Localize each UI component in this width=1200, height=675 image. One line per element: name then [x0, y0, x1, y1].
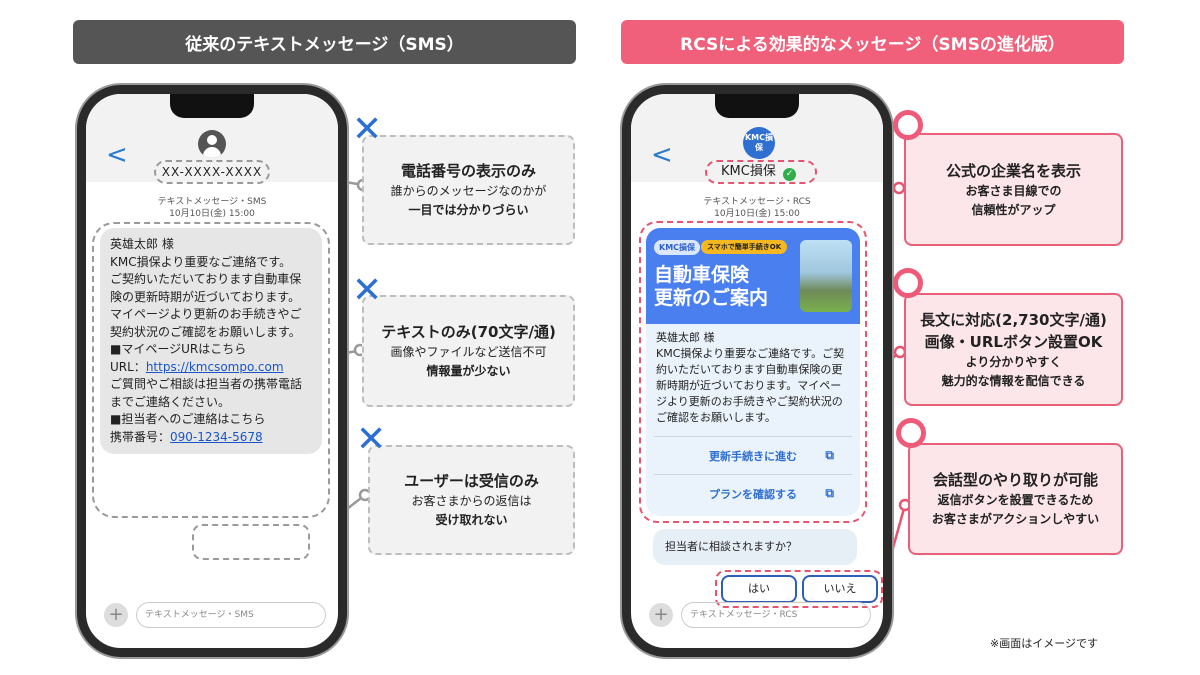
callout-title: 画像・URLボタン設置OK	[924, 332, 1103, 351]
callout-line: お客さまからの返信は	[411, 494, 532, 508]
action-label: プランを確認する	[709, 487, 797, 501]
back-icon[interactable]: <	[651, 140, 673, 170]
message-type: テキストメッセージ・SMS	[157, 197, 267, 207]
phone-notch	[715, 94, 799, 118]
message-date: 10月10日(金) 15:00	[169, 209, 255, 219]
reply-placeholder	[192, 524, 310, 560]
phone-notch	[170, 94, 254, 118]
banner-badge: スマホで簡単手続きOK	[701, 240, 788, 254]
rcs-message-text: 英雄太郎 様 KMC損保より重要なご連絡です。ご契約いただいております自動車保険…	[656, 331, 845, 424]
sms-header: 従来のテキストメッセージ（SMS）	[73, 20, 576, 64]
rcs-input-bar: + テキストメッセージ・RCS	[649, 602, 871, 628]
circle-mark-icon	[893, 110, 923, 140]
rich-card-highlight	[639, 221, 867, 523]
circle-mark-icon	[896, 418, 926, 448]
verified-check-icon: ✓	[782, 168, 796, 181]
back-icon[interactable]: <	[106, 140, 128, 170]
message-line: ご契約いただいております自動車保険の更新時期が近づいております。	[110, 272, 302, 304]
rcs-input[interactable]: テキストメッセージ・RCS	[681, 602, 871, 628]
reply-no-button[interactable]: いいえ	[802, 575, 878, 603]
message-line: ご質問やご相談は担当者の携帯電話までご連絡ください。	[110, 377, 303, 409]
reply-highlight	[715, 570, 883, 608]
message-date: 10月10日(金) 15:00	[714, 209, 800, 219]
callout-sms-number: 電話番号の表示のみ 誰からのメッセージなのかが 一目では分かりづらい	[362, 135, 575, 245]
callout-title: ユーザーは受信のみ	[404, 472, 539, 490]
callout-line: 一目では分かりづらい	[408, 203, 529, 217]
callout-line: 画像やファイルなど送信不可	[390, 345, 547, 359]
family-car-photo	[800, 240, 852, 312]
plus-icon[interactable]: +	[104, 603, 128, 627]
action-renew-button[interactable]: 更新手続きに進む ⧉	[654, 436, 852, 474]
image-note: ※画面はイメージです	[990, 637, 1098, 650]
callout-title: 電話番号の表示のみ	[400, 162, 536, 180]
callout-rcs-conversation: 会話型のやり取りが可能 返信ボタンを設置できるため お客さまがアクションしやすい	[908, 443, 1123, 555]
external-link-icon: ⧉	[825, 448, 834, 462]
external-link-icon: ⧉	[825, 486, 834, 500]
company-avatar: KMC損保	[743, 127, 775, 159]
reply-yes-button[interactable]: はい	[721, 575, 797, 603]
rich-card: KMC損保 スマホで簡単手続きOK 自動車保険 更新のご案内 英雄太郎 様 KM…	[646, 228, 860, 516]
rich-card-banner: KMC損保 スマホで簡単手続きOK 自動車保険 更新のご案内	[646, 228, 860, 324]
callout-sms-receive: ユーザーは受信のみ お客さまからの返信は 受け取れない	[368, 445, 575, 555]
banner-title-line: 自動車保険	[654, 264, 750, 286]
question-bubble: 担当者に相談されますか？	[653, 529, 857, 565]
rcs-phone: < KMC損保 KMC損保 ✓ テキストメッセージ・RCS 10月10日(金) …	[622, 85, 892, 657]
callout-line: 魅力的な情報を配信できる	[941, 373, 1086, 388]
action-plan-button[interactable]: プランを確認する ⧉	[654, 474, 852, 512]
avatar-icon	[198, 130, 226, 158]
phone-link[interactable]: 090-1234-5678	[170, 429, 263, 444]
callout-line: 信頼性がアップ	[971, 202, 1056, 217]
message-line: ■マイページURはこちら	[110, 342, 247, 356]
banner-title: 自動車保険 更新のご案内	[654, 264, 768, 310]
callout-title: テキストのみ(70文字/通)	[381, 323, 556, 341]
message-highlight	[92, 222, 330, 518]
sms-input-bar: + テキストメッセージ・SMS	[104, 602, 326, 628]
plus-icon[interactable]: +	[649, 603, 673, 627]
message-line: マイページより更新のお手続きやご契約状況のご確認をお願いします。	[110, 307, 302, 339]
sms-input[interactable]: テキストメッセージ・SMS	[136, 602, 326, 628]
message-line: 英雄太郎 様	[110, 237, 174, 251]
message-type: テキストメッセージ・RCS	[703, 197, 811, 207]
callout-title: 会話型のやり取りが可能	[932, 471, 1098, 489]
callout-line: 受け取れない	[435, 513, 508, 527]
message-line: ■担当者へのご連絡はこちら	[110, 412, 266, 426]
callout-line: 誰からのメッセージなのかが	[390, 184, 547, 198]
callout-line: より分かりやすく	[965, 354, 1062, 369]
verified-sender: KMC損保 ✓	[705, 160, 817, 184]
url-link[interactable]: https://kmcsompo.com	[145, 359, 284, 374]
callout-line: お客さまがアクションしやすい	[931, 512, 1100, 526]
callout-line: 返信ボタンを設置できるため	[937, 493, 1094, 507]
circle-mark-icon	[893, 268, 923, 298]
phone-label: 携帯番号：	[110, 429, 171, 444]
callout-rcs-rich: 長文に対応(2,730文字/通) 画像・URLボタン設置OK より分かりやすく …	[904, 293, 1123, 406]
sender-number: XX-XXXX-XXXX	[154, 160, 270, 184]
url-label: URL：	[110, 359, 146, 374]
callout-title: 公式の企業名を表示	[945, 161, 1081, 180]
sms-message-bubble: 英雄太郎 様 KMC損保より重要なご連絡です。 ご契約いただいております自動車保…	[100, 228, 322, 454]
callout-sms-text: テキストのみ(70文字/通) 画像やファイルなど送信不可 情報量が少ない	[362, 295, 575, 407]
sms-phone: < XX-XXXX-XXXX テキストメッセージ・SMS 10月10日(金) 1…	[77, 85, 347, 657]
banner-title-line: 更新のご案内	[654, 287, 769, 309]
callout-title: 長文に対応(2,730文字/通)	[920, 310, 1107, 329]
x-mark-icon: ✕	[352, 270, 383, 311]
callout-line: お客さま目線での	[965, 183, 1062, 198]
callout-rcs-name: 公式の企業名を表示 お客さま目線での 信頼性がアップ	[904, 133, 1123, 246]
x-mark-icon: ✕	[352, 109, 383, 150]
rcs-header: RCSによる効果的なメッセージ（SMSの進化版）	[621, 20, 1124, 64]
action-label: 更新手続きに進む	[709, 449, 797, 463]
sender-name: KMC損保	[721, 164, 776, 179]
message-line: KMC損保より重要なご連絡です。	[110, 254, 292, 269]
x-mark-icon: ✕	[356, 419, 387, 460]
callout-line: 情報量が少ない	[426, 364, 511, 378]
banner-logo: KMC損保	[654, 240, 701, 255]
